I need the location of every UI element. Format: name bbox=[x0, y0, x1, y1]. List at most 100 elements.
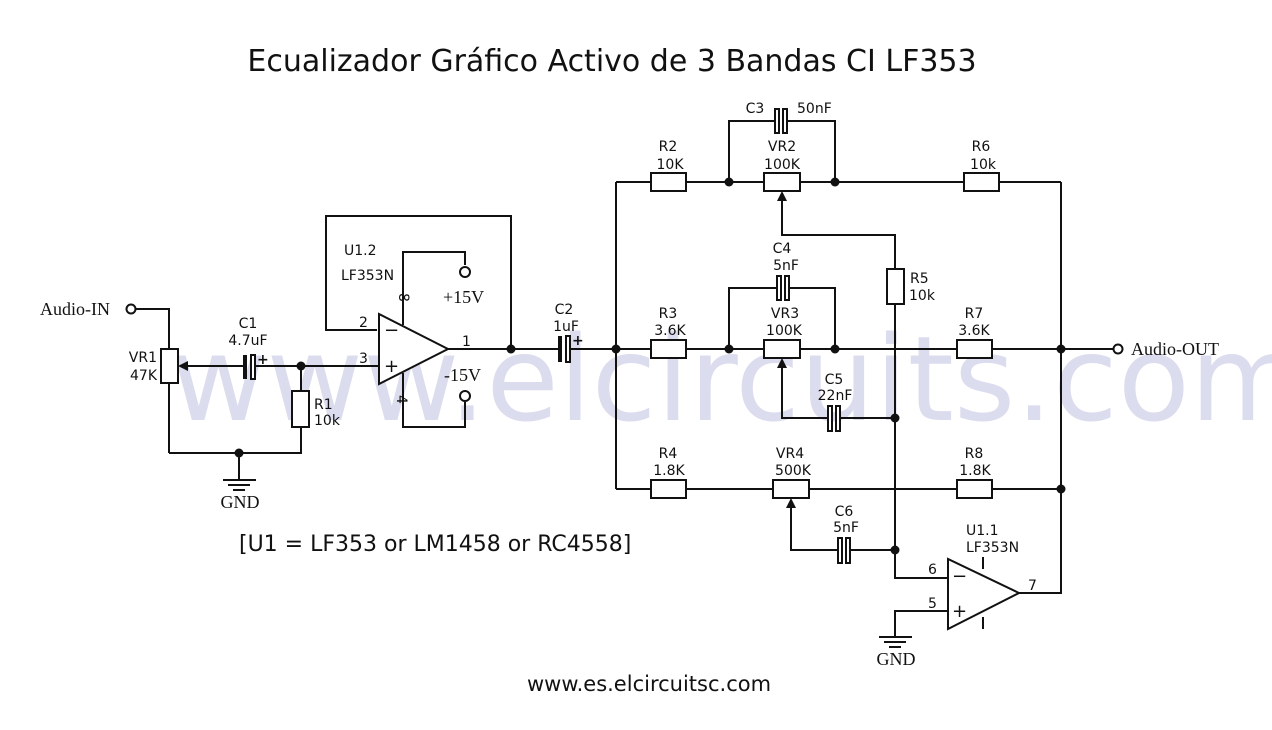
r3-body bbox=[650, 339, 687, 359]
feedback-wire bbox=[325, 215, 512, 349]
noninverting-sign: + bbox=[952, 601, 967, 622]
r8-ref: R8 bbox=[965, 446, 984, 462]
band-bass: R2 10K VR2 100K C3 50nF R6 10k R5 10k bbox=[616, 101, 1061, 579]
audio-out-terminal bbox=[1112, 343, 1124, 355]
c3-value: 50nF bbox=[797, 101, 832, 117]
wire bbox=[781, 368, 895, 419]
ground-icon bbox=[879, 636, 912, 648]
r1-value: 10k bbox=[314, 413, 341, 429]
r5-ref: R5 bbox=[910, 271, 929, 287]
vr3-body bbox=[763, 339, 801, 359]
opamp-u1-2: +15V -15V U1.2 LF353N 2 3 1 8 4 − + bbox=[325, 215, 512, 428]
c5-value: 22nF bbox=[818, 388, 853, 404]
vminus-label: -15V bbox=[444, 365, 481, 385]
band-treble: R4 1.8K VR4 500K R8 1.8K C6 5nF bbox=[616, 446, 1066, 564]
wire bbox=[728, 287, 836, 349]
vr2-ref: VR2 bbox=[768, 139, 796, 155]
r5-value: 10k bbox=[909, 288, 936, 304]
vr1-body bbox=[160, 348, 179, 384]
r8-value: 1.8K bbox=[959, 463, 991, 479]
junction bbox=[506, 344, 516, 354]
vplus-terminal bbox=[459, 266, 471, 278]
c4-ref: C4 bbox=[773, 241, 792, 257]
wiper-arrow-icon bbox=[786, 498, 796, 508]
inverting-sign: − bbox=[952, 566, 967, 587]
junction bbox=[1056, 484, 1066, 494]
wire bbox=[790, 508, 895, 551]
vplus-wire bbox=[402, 251, 466, 325]
potentiometer-vr1: VR1 47K bbox=[129, 335, 188, 453]
c3-ref: C3 bbox=[746, 101, 765, 117]
vr2-body bbox=[763, 172, 801, 192]
c1-value: 4.7uF bbox=[228, 333, 267, 349]
band-mid: R3 3.6K VR3 100K C4 5nF R7 3.6K C5 22nF bbox=[650, 241, 1113, 432]
vr1-ref: VR1 bbox=[129, 350, 157, 366]
c6-ref: C6 bbox=[835, 504, 854, 520]
gnd-right-label: GND bbox=[877, 649, 916, 669]
c6-plate bbox=[837, 537, 843, 564]
r4-value: 1.8K bbox=[653, 463, 685, 479]
vminus-terminal bbox=[459, 390, 471, 402]
junction bbox=[890, 545, 900, 555]
c2-value: 1uF bbox=[553, 319, 579, 335]
c3-plate bbox=[774, 108, 780, 134]
inverting-sign: − bbox=[384, 320, 399, 341]
c4-value: 5nF bbox=[773, 258, 799, 274]
audio-in-terminal bbox=[125, 303, 137, 315]
r3-value: 3.6K bbox=[654, 323, 686, 339]
c5-plate bbox=[827, 405, 833, 432]
ground-left: GND bbox=[221, 448, 260, 512]
c2-plate-neg bbox=[558, 336, 562, 362]
r1-body bbox=[291, 390, 310, 428]
r6-value: 10k bbox=[970, 157, 997, 173]
r4-body bbox=[650, 479, 687, 499]
c6-value: 5nF bbox=[833, 520, 859, 536]
junction bbox=[890, 413, 900, 423]
r8-body bbox=[956, 479, 993, 499]
r7-ref: R7 bbox=[965, 306, 984, 322]
wire bbox=[135, 308, 170, 335]
r7-value: 3.6K bbox=[958, 323, 990, 339]
u1-2-part: LF353N bbox=[341, 268, 394, 284]
r6-ref: R6 bbox=[972, 139, 991, 155]
r7-body bbox=[956, 339, 993, 359]
wiper-arrow-icon bbox=[777, 191, 787, 201]
opamp-u1-1-triangle bbox=[947, 557, 1022, 631]
c2-ref: C2 bbox=[555, 302, 574, 318]
r1-ref: R1 bbox=[314, 397, 333, 413]
wire bbox=[728, 120, 836, 182]
capacitor-c1: + C1 4.7uF bbox=[228, 316, 269, 380]
vminus-wire bbox=[402, 373, 466, 428]
wiper-arrow-icon bbox=[178, 361, 188, 371]
gnd-left-label: GND bbox=[221, 492, 260, 512]
vr2-value: 100K bbox=[764, 157, 801, 173]
pin-6: 6 bbox=[928, 562, 937, 578]
r2-body bbox=[650, 172, 687, 192]
vr3-value: 100K bbox=[766, 323, 803, 339]
vr3-ref: VR3 bbox=[771, 306, 799, 322]
vplus-label: +15V bbox=[443, 287, 484, 307]
r6-body bbox=[963, 172, 1000, 192]
c5-plate bbox=[835, 405, 841, 432]
output-bus bbox=[1019, 182, 1062, 594]
c1-plate-pos bbox=[250, 354, 256, 380]
c2-plate-pos bbox=[565, 335, 571, 363]
c2-polarity: + bbox=[572, 333, 584, 349]
u1-2-ref: U1.2 bbox=[344, 243, 377, 259]
c4-plate bbox=[776, 275, 782, 301]
watermark: www.elcircuits.com bbox=[170, 310, 1272, 448]
wire bbox=[894, 610, 948, 637]
audio-in-label: Audio-IN bbox=[40, 299, 110, 319]
junction bbox=[611, 344, 621, 354]
c1-polarity: + bbox=[257, 352, 269, 368]
vr4-value: 500K bbox=[775, 463, 812, 479]
opamp-u1-2-triangle bbox=[378, 312, 451, 386]
r5-body bbox=[886, 268, 905, 305]
pin-2: 2 bbox=[359, 315, 368, 331]
noninverting-sign: + bbox=[384, 356, 399, 377]
r2-ref: R2 bbox=[659, 139, 678, 155]
vr1-value: 47K bbox=[130, 368, 158, 384]
r3-ref: R3 bbox=[659, 306, 678, 322]
wiper-arrow-icon bbox=[777, 358, 787, 368]
